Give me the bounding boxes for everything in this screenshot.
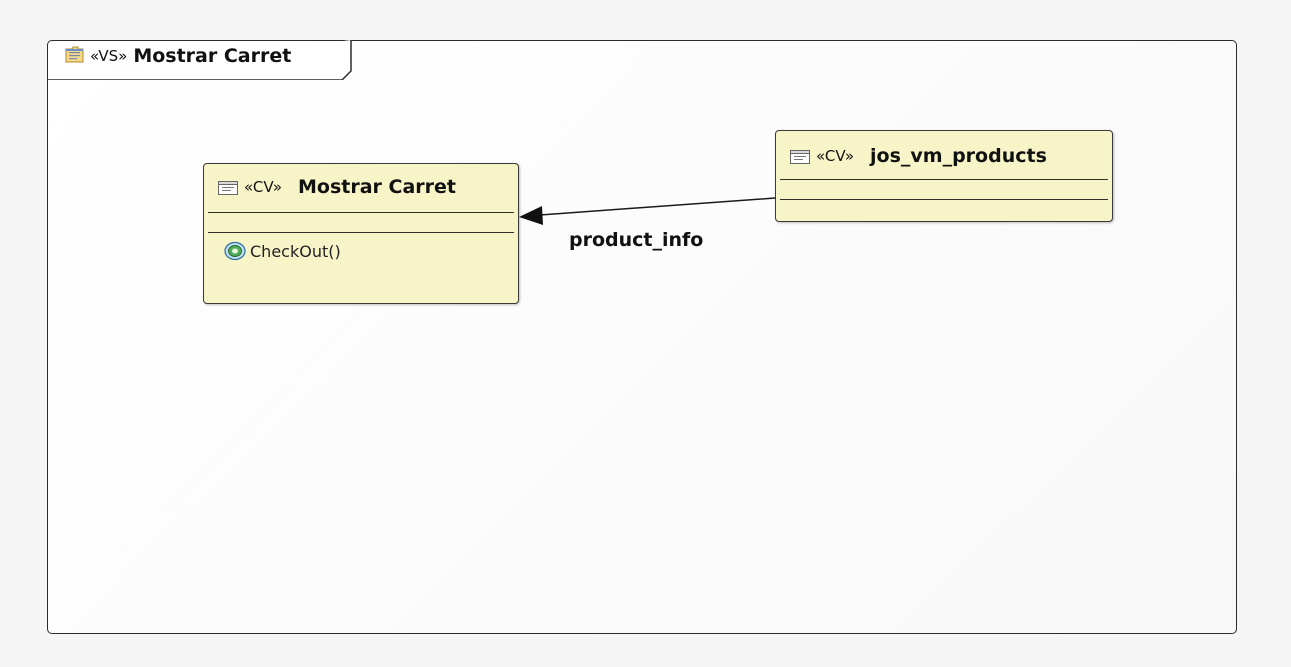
class-name: jos_vm_products	[870, 145, 1047, 167]
operation-label: CheckOut()	[250, 241, 341, 261]
association-label[interactable]: product_info	[569, 229, 704, 251]
class-stereotype: «CV»	[816, 147, 855, 165]
frame-tab-outline	[47, 40, 352, 80]
attribute-compartment-divider	[780, 179, 1108, 180]
frame-title: Mostrar Carret	[133, 45, 292, 67]
class-icon	[218, 180, 238, 195]
class-name: Mostrar Carret	[298, 176, 457, 198]
operation-icon	[224, 241, 246, 261]
operation-checkout[interactable]: CheckOut()	[224, 241, 341, 261]
class-mostrar-carret[interactable]: «CV» Mostrar Carret CheckOut()	[203, 163, 519, 304]
frame-stereotype: «VS»	[90, 47, 128, 65]
class-icon	[790, 149, 810, 164]
package-icon	[65, 46, 84, 65]
class-jos-vm-products[interactable]: «CV» jos_vm_products	[775, 130, 1113, 222]
frame-tab[interactable]: «VS» Mostrar Carret	[47, 40, 352, 80]
attribute-compartment-divider	[208, 212, 514, 213]
class-stereotype: «CV»	[244, 178, 283, 196]
operation-compartment-divider	[208, 232, 514, 233]
operation-compartment-divider	[780, 199, 1108, 200]
